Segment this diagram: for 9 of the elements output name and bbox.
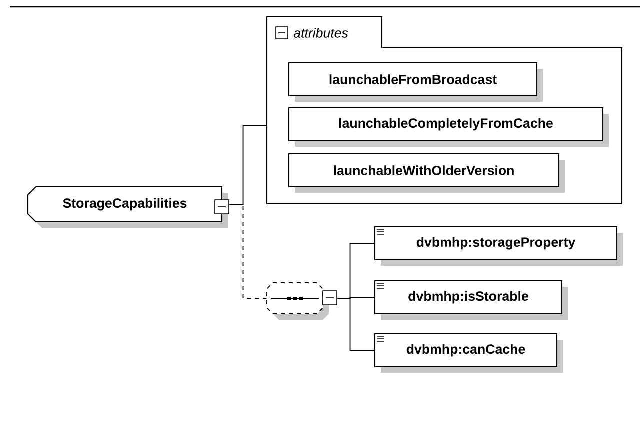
connector-line	[336, 298, 375, 351]
attribute-box: launchableFromBroadcast	[288, 62, 543, 102]
element-box: StorageCapabilities	[27, 186, 228, 228]
connector-line	[228, 204, 268, 299]
attribute-box: launchableCompletelyFromCache	[288, 107, 609, 147]
element-box: dvbmhp:canCache	[374, 333, 563, 373]
attribute-box: launchableWithOlderVersion	[288, 153, 565, 193]
element-box: dvbmhp:storageProperty	[374, 226, 623, 266]
element-box: dvbmhp:isStorable	[374, 280, 568, 320]
